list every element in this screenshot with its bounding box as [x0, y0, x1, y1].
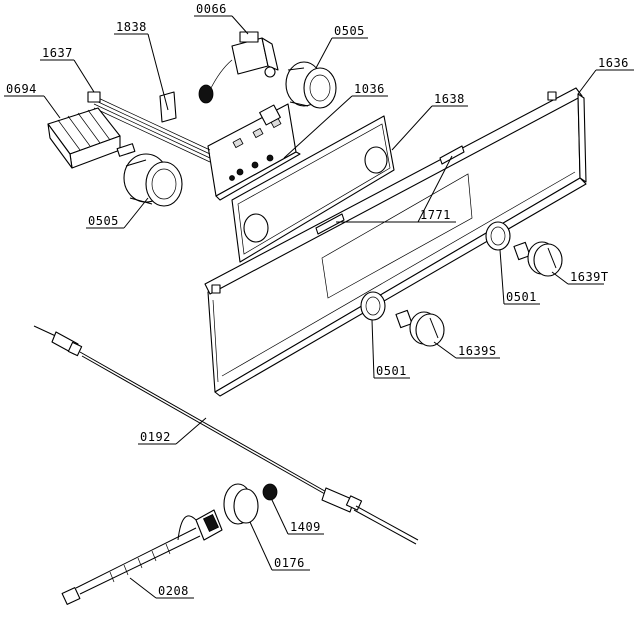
knob-icon	[395, 309, 445, 347]
coil-spring-icon	[198, 84, 214, 104]
label-0505-left: 0505	[88, 214, 119, 228]
label-1636: 1636	[598, 56, 629, 70]
thermostat-icon	[209, 31, 279, 91]
inner-display-frame	[231, 115, 395, 263]
label-0505-top: 0505	[334, 24, 365, 38]
label-1036: 1036	[354, 82, 385, 96]
label-0208: 0208	[158, 584, 189, 598]
connector-lead	[61, 509, 223, 605]
label-0176: 0176	[274, 556, 305, 570]
control-panel	[204, 87, 587, 397]
label-1838: 1838	[116, 20, 147, 34]
seal-ring	[223, 483, 259, 525]
label-0694: 0694	[6, 82, 37, 96]
bezel-ring-icon	[285, 61, 337, 109]
knob-t	[513, 241, 563, 277]
leader-lines	[4, 15, 634, 599]
switch-icon	[47, 107, 136, 169]
label-1409: 1409	[290, 520, 321, 534]
label-0192: 0192	[140, 430, 171, 444]
nut-icon	[262, 483, 278, 501]
label-0501-right: 0501	[506, 290, 537, 304]
temperature-probe	[33, 325, 419, 545]
label-1639S: 1639S	[458, 344, 497, 358]
label-0501-mid: 0501	[376, 364, 407, 378]
label-1637: 1637	[42, 46, 73, 60]
label-1638: 1638	[434, 92, 465, 106]
control-pcb	[207, 103, 301, 201]
wire-harness	[87, 91, 211, 163]
label-0066: 0066	[196, 2, 227, 16]
label-1771: 1771	[420, 208, 451, 222]
label-1639T: 1639T	[570, 270, 609, 284]
bezel-ring-left	[123, 153, 183, 207]
